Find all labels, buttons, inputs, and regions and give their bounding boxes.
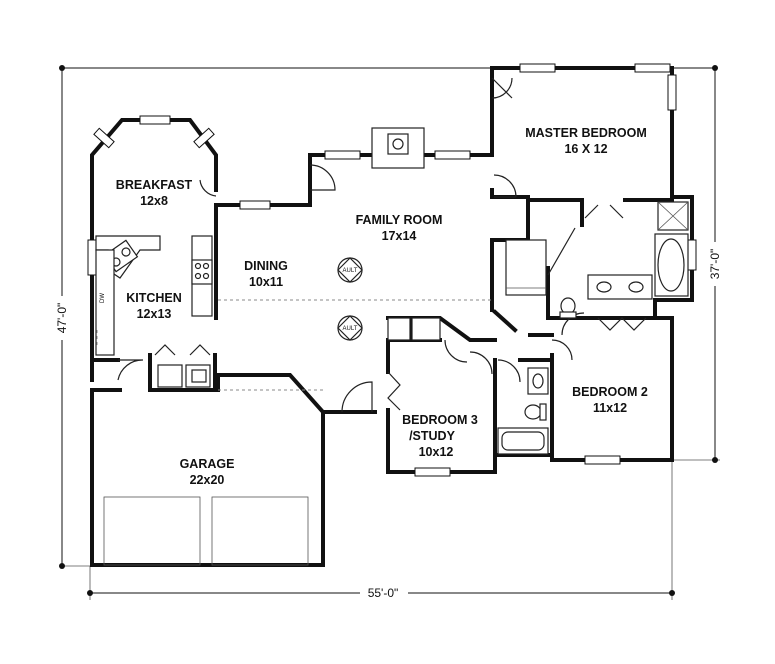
master-bedroom-size: 16 X 12: [564, 142, 607, 156]
room-labels: MASTER BEDROOM 16 X 12 FAMILY ROOM 17x14…: [116, 126, 648, 487]
right-depth-label: 37'-0": [708, 249, 722, 280]
dining-name: DINING: [244, 259, 288, 273]
fixtures: [95, 133, 689, 455]
attic-access-2: AULT: [337, 315, 363, 341]
breakfast-size: 12x8: [140, 194, 168, 208]
garage-size: 22x20: [190, 473, 225, 487]
bedroom-3-name-line2: /STUDY: [409, 429, 456, 443]
dining-size: 10x11: [249, 275, 283, 289]
family-room-name: FAMILY ROOM: [356, 213, 443, 227]
master-bedroom-name: MASTER BEDROOM: [525, 126, 647, 140]
bedroom-3-size: 10x12: [419, 445, 454, 459]
garage-name: GARAGE: [180, 457, 235, 471]
overall-width-label: 55'-0": [368, 586, 399, 600]
bedroom-2-name: BEDROOM 2: [572, 385, 648, 399]
kitchen-name: KITCHEN: [126, 291, 182, 305]
left-depth-label: 47'-0": [55, 303, 69, 334]
ceiling-lines: [96, 299, 492, 391]
garage-doors: [103, 496, 309, 566]
bedroom-2-size: 11x12: [593, 401, 627, 415]
family-room-size: 17x14: [382, 229, 417, 243]
bedroom-3-name: BEDROOM 3: [402, 413, 478, 427]
windows: [87, 63, 697, 477]
doors: [117, 77, 647, 413]
dishwasher-label: DW: [100, 293, 106, 303]
attic-access-1: AULT: [337, 257, 363, 283]
kitchen-size: 12x13: [137, 307, 172, 321]
attic-label-2: AULT: [343, 326, 358, 332]
attic-label-1: AULT: [343, 268, 358, 274]
breakfast-name: BREAKFAST: [116, 178, 193, 192]
walls: [90, 66, 694, 567]
dimension-labels: 55'-0" 47'-0" 37'-0": [54, 242, 723, 600]
